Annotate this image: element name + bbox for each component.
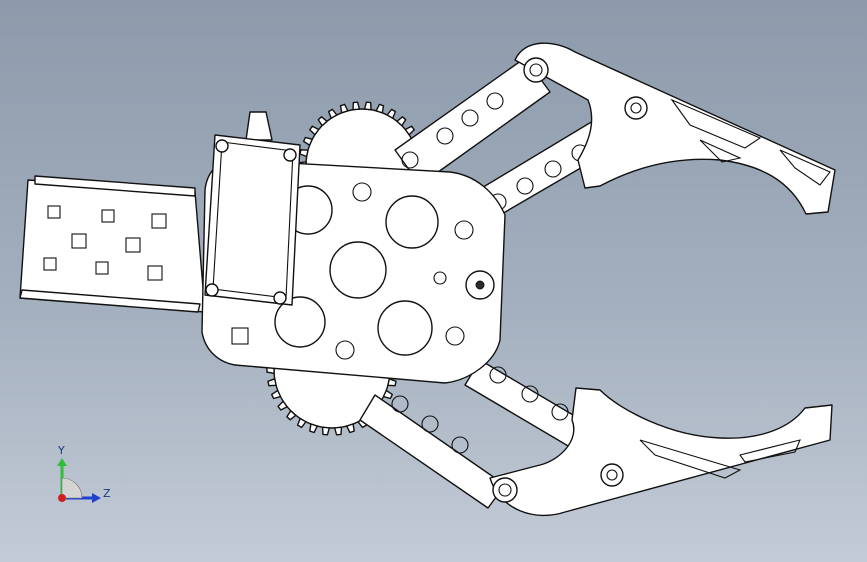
gear-tooth bbox=[296, 417, 307, 429]
gear-tooth bbox=[334, 426, 343, 436]
upper-gripper-jaw bbox=[514, 42, 836, 215]
gear-tooth bbox=[309, 423, 318, 434]
y-axis-label: Y bbox=[57, 444, 65, 457]
gear-tooth bbox=[286, 410, 297, 421]
gear-tooth bbox=[302, 136, 313, 146]
mounting-bracket bbox=[19, 175, 206, 313]
gear-tooth bbox=[375, 103, 385, 114]
coordinate-triad: Y Z bbox=[57, 444, 111, 503]
gear-tooth bbox=[309, 125, 320, 136]
lower-linkage-bar-outer bbox=[359, 394, 506, 509]
gear-tooth bbox=[299, 149, 309, 158]
x-axis-dot bbox=[58, 494, 66, 502]
gear-tooth bbox=[267, 378, 277, 387]
gear-tooth bbox=[271, 389, 282, 400]
y-axis-arrowhead bbox=[57, 458, 67, 466]
gear-tooth bbox=[317, 116, 328, 127]
gear-tooth bbox=[327, 108, 338, 119]
gear-tooth bbox=[386, 108, 397, 119]
lower-gripper-jaw bbox=[489, 387, 833, 517]
gear-tooth bbox=[277, 400, 288, 411]
gear-tooth bbox=[352, 101, 361, 111]
z-axis-arrowhead bbox=[92, 493, 101, 503]
gear-tooth bbox=[363, 101, 372, 111]
gear-tooth bbox=[321, 426, 330, 436]
gear-tooth bbox=[396, 116, 407, 127]
servo-motor bbox=[204, 111, 301, 306]
gear-tooth bbox=[339, 103, 349, 114]
gear-tooth bbox=[346, 423, 355, 434]
gear-tooth bbox=[387, 378, 397, 387]
gear-tooth bbox=[382, 389, 393, 400]
gear-tooth bbox=[404, 125, 415, 136]
triad-plane-indicator bbox=[61, 477, 83, 499]
z-axis-label: Z bbox=[103, 487, 111, 500]
lower-linkage-bar-inner bbox=[464, 359, 591, 451]
